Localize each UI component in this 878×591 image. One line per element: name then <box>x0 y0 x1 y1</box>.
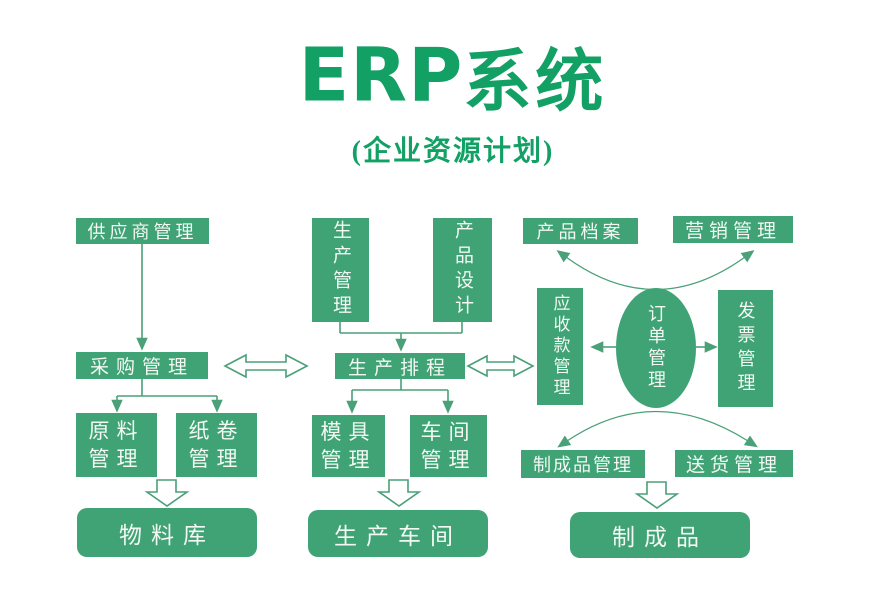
node-paper-roll-management: 纸卷 管理 <box>176 413 257 477</box>
connector-purchase-split <box>117 379 217 397</box>
node-label-line: 原料 <box>88 419 145 443</box>
main-title: ERP系统 <box>14 26 878 125</box>
block-arrow-to-production-workshop <box>376 479 422 507</box>
node-finished-product: 制成品 <box>570 512 750 558</box>
node-workshop-management: 车间 管理 <box>410 415 487 477</box>
node-label-line: 管理 <box>188 447 245 471</box>
arrow-order-to-finished-delivery <box>557 410 758 448</box>
node-label-line: 管理 <box>320 448 377 472</box>
page-title: ERP系统 (企业资源计划) <box>14 26 878 169</box>
arrow-order-to-archive-marketing <box>556 250 755 291</box>
node-receivables-management: 应收款管理 <box>537 288 583 405</box>
node-production-scheduling: 生产排程 <box>335 353 465 379</box>
subtitle: (企业资源计划) <box>351 136 555 167</box>
connector-center-merge <box>339 322 463 334</box>
double-arrow-purchase-scheduling <box>223 353 309 379</box>
node-product-archive: 产品档案 <box>523 218 638 244</box>
node-marketing-management: 营销管理 <box>673 216 793 243</box>
node-order-management: 订单管理 <box>616 288 696 408</box>
node-production-workshop: 生产车间 <box>308 510 488 557</box>
node-delivery-management: 送货管理 <box>675 450 793 477</box>
node-material-warehouse: 物料库 <box>77 508 257 557</box>
node-label-line: 管理 <box>420 448 477 472</box>
node-supplier-management: 供应商管理 <box>76 218 209 244</box>
connector-scheduling-split <box>352 379 448 391</box>
node-label-line: 模具 <box>320 420 377 444</box>
node-label-line: 纸卷 <box>188 419 245 443</box>
node-label-line: 车间 <box>420 420 477 444</box>
node-invoice-management: 发票管理 <box>718 290 773 407</box>
node-production-management: 生产管理 <box>312 218 369 322</box>
block-arrow-to-material-warehouse <box>144 479 190 507</box>
node-label-line: 管理 <box>88 447 145 471</box>
title-system: 系统 <box>463 44 608 120</box>
double-arrow-scheduling-receivables <box>466 354 535 378</box>
block-arrow-to-finished-product <box>634 481 680 509</box>
node-finished-product-management: 制成品管理 <box>521 450 645 478</box>
title-erp: ERP <box>298 32 464 119</box>
node-purchase-management: 采购管理 <box>76 352 208 379</box>
node-mold-management: 模具 管理 <box>312 415 385 477</box>
node-product-design: 产品设计 <box>433 218 492 322</box>
node-raw-material-management: 原料 管理 <box>76 413 157 477</box>
